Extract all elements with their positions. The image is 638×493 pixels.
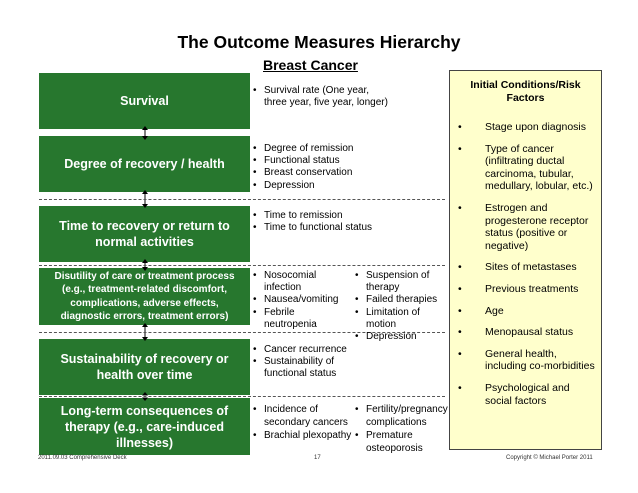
list-item: Previous treatments [458,283,598,296]
risk-factor-list: Stage upon diagnosis Type of cancer (inf… [458,121,598,416]
list-item: General health, including co-morbidities [458,348,598,373]
list-item: Time to remission [253,210,378,222]
panel-title: Initial Conditions/Risk Factors [470,79,581,104]
list-item: Premature osteoporosis [355,429,451,455]
tier-disutility-box: Disutility of care or treatment process … [39,268,250,325]
tier-sustainability-box: Sustainability of recovery or health ove… [39,339,250,395]
double-arrow-icon [142,392,148,401]
list-item: Febrile neutropenia [253,307,345,331]
list-item: Depression [253,180,438,192]
list-item: Nausea/vomiting [253,294,345,306]
list-item: Fertility/pregnancy complications [355,403,451,429]
tier-long-term-box: Long-term consequences of therapy (e.g.,… [39,398,250,455]
tier-divider [39,265,445,266]
list-item: Time to functional status [253,222,378,234]
tier-divider [39,199,445,200]
double-arrow-icon [142,126,148,140]
list-item: Sustainability of functional status [253,356,363,380]
tier-divider [39,396,445,397]
list-item: Sites of metastases [458,261,598,274]
initial-conditions-panel: Initial Conditions/Risk Factors Stage up… [449,70,602,450]
page-title: The Outcome Measures Hierarchy [177,32,461,52]
list-item: Breast conservation [253,167,438,179]
tier-divider [39,332,445,333]
footer-copyright: Copyright © Michael Porter 2011 [506,455,593,461]
list-item: Age [458,305,598,318]
list-item: Menopausal status [458,326,598,339]
survival-measures: Survival rate (One year, three year, fiv… [253,85,388,109]
disutility-measures: Nosocomial infection Nausea/vomiting Feb… [253,270,345,331]
footer-deck-label: 2011.09.03 Comprehensive Deck [38,455,127,461]
time-to-recovery-measures: Time to remission Time to functional sta… [253,210,378,235]
list-item: Depression [355,331,447,343]
list-item: Incidence of secondary cancers [253,403,353,429]
tier-time-to-recovery-box: Time to recovery or return to normal act… [39,206,250,262]
list-item: Functional status [253,155,438,167]
tier-survival-box: Survival [39,73,250,129]
list-item: Cancer recurrence [253,344,363,356]
list-item: Nosocomial infection [253,270,345,294]
long-term-measures-right: Fertility/pregnancy complications Premat… [355,403,451,455]
list-item: Degree of remission [253,143,438,155]
list-item: Brachial plexopathy [253,429,353,442]
list-item: Psychological and social factors [458,382,598,407]
long-term-measures: Incidence of secondary cancers Brachial … [253,403,353,442]
list-item: Suspension of therapy [355,270,447,294]
footer-page-number: 17 [314,455,321,461]
disutility-measures-right: Suspension of therapy Failed therapies L… [355,270,447,343]
list-item: Failed therapies [355,294,447,306]
list-item: Limitation of motion [355,307,447,331]
recovery-degree-measures: Degree of remission Functional status Br… [253,143,438,192]
list-item: Type of cancer (infiltrating ductal carc… [458,143,598,193]
list-item: Estrogen and progesterone receptor statu… [458,202,598,252]
list-item: Stage upon diagnosis [458,121,598,134]
page-subtitle: Breast Cancer [263,57,358,73]
sustainability-measures: Cancer recurrence Sustainability of func… [253,344,363,381]
tier-recovery-degree-box: Degree of recovery / health [39,136,250,192]
list-item: Survival rate (One year, three year, fiv… [253,85,388,109]
